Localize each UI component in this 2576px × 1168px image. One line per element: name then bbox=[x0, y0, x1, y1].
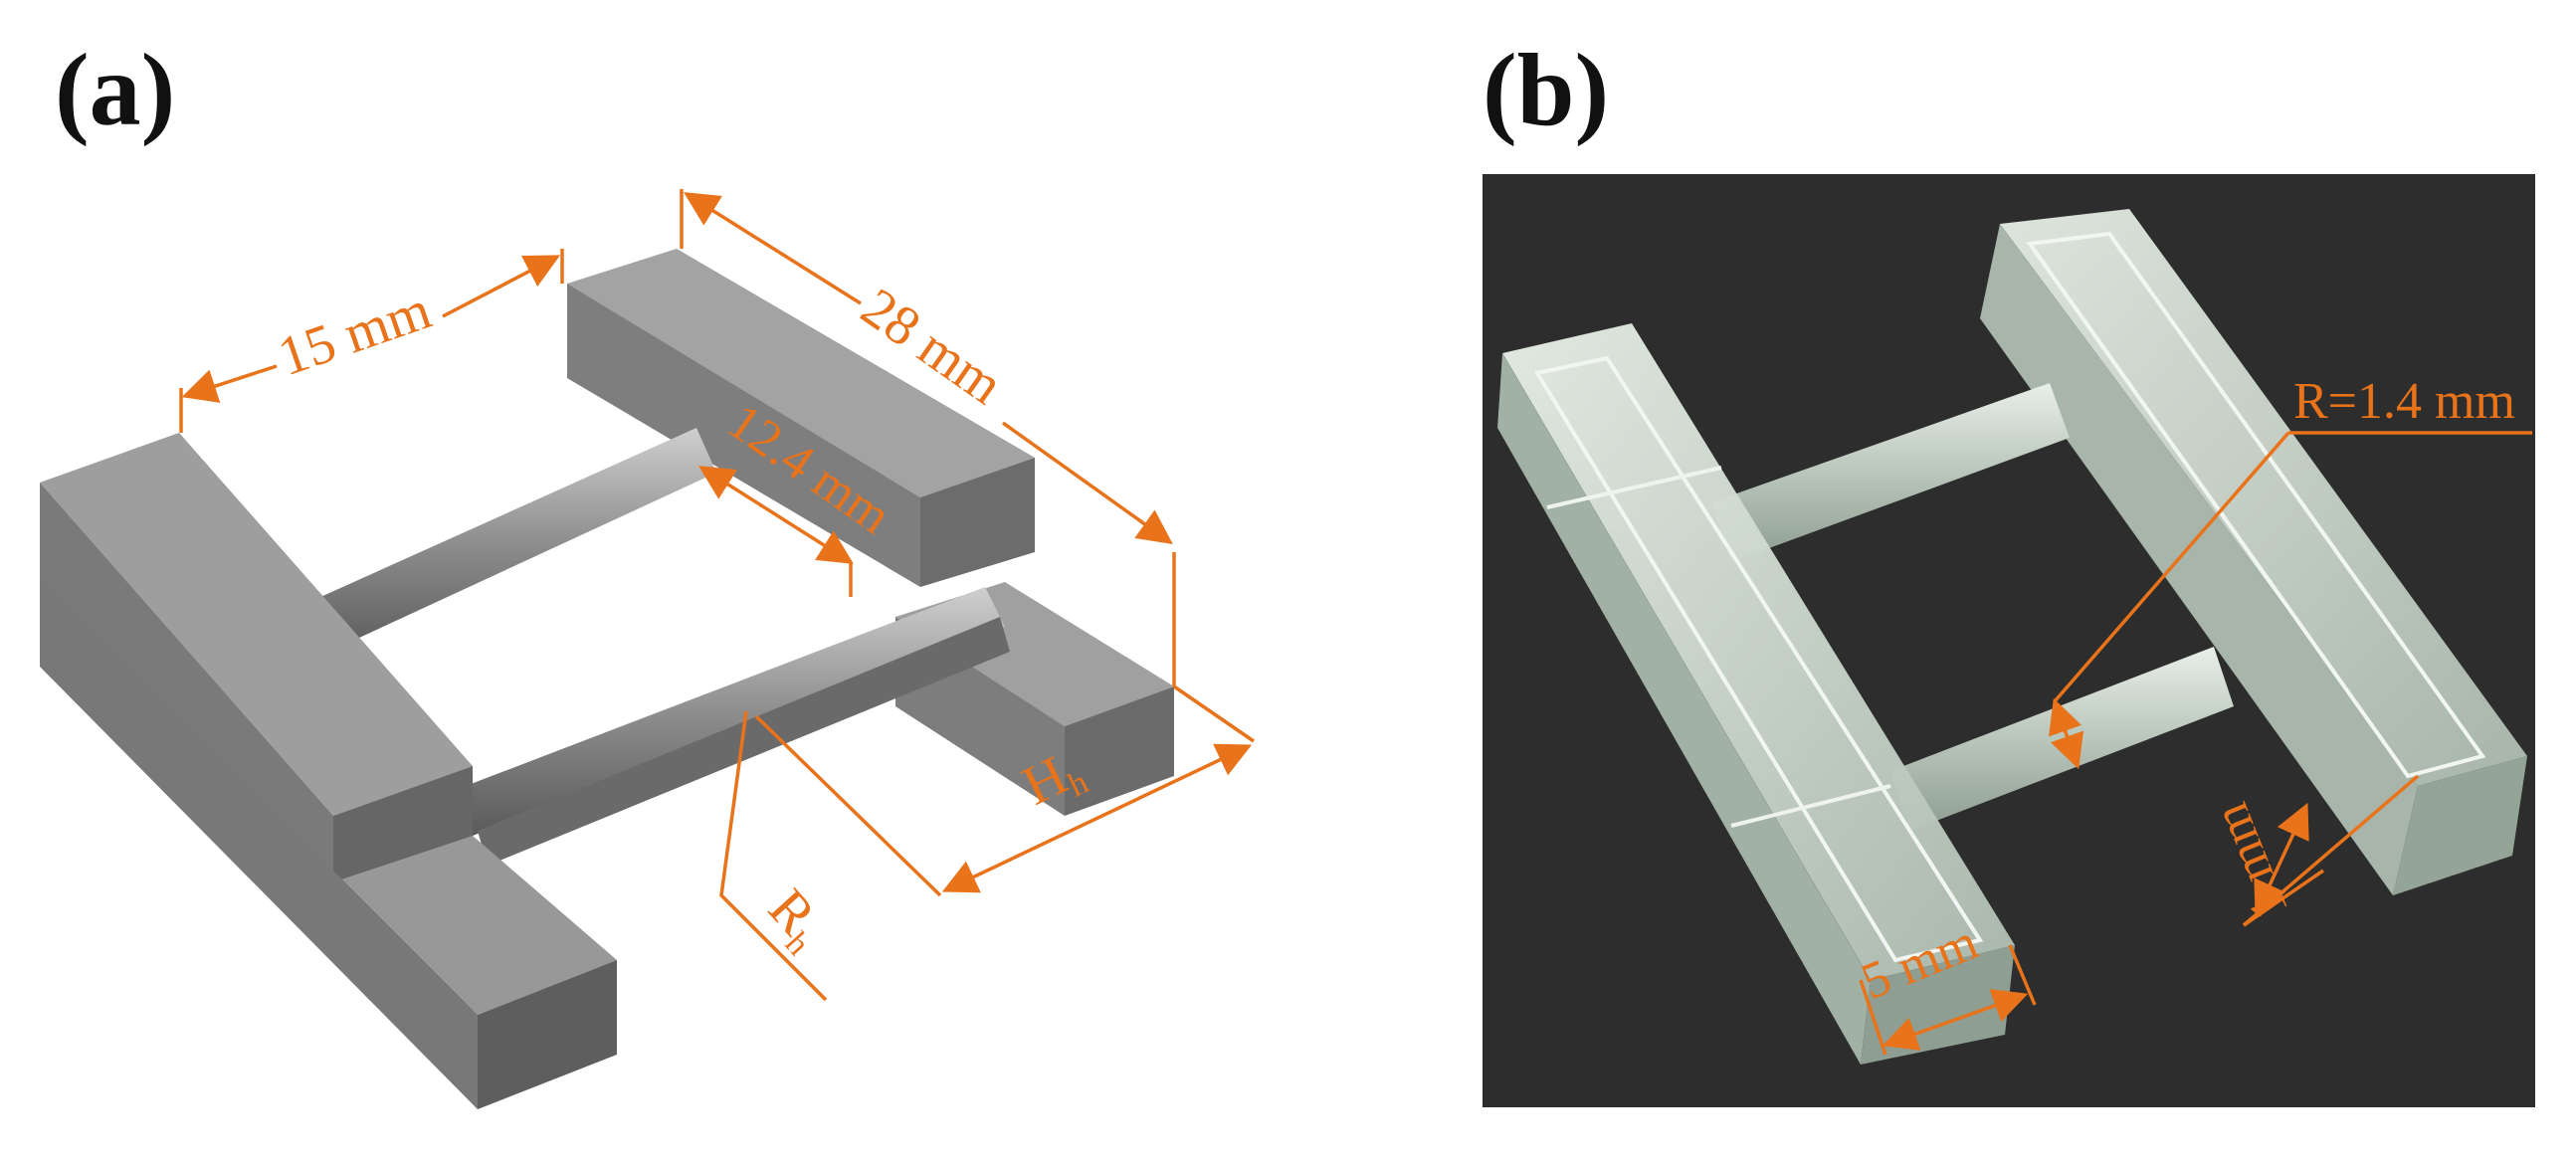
depth-dimension-line bbox=[2254, 802, 2309, 917]
cad-model bbox=[40, 249, 1174, 1109]
height-dimension-line bbox=[941, 743, 1253, 893]
annotations-b bbox=[1859, 431, 2532, 1056]
wall-dimension-line bbox=[1882, 989, 2029, 1051]
radius-leader-b bbox=[2053, 431, 2290, 703]
resin-back-bar bbox=[1980, 209, 2527, 895]
annotations-a bbox=[179, 189, 1255, 1002]
radius-leader bbox=[719, 710, 828, 1002]
panel-b-label: (b) bbox=[1483, 33, 1609, 147]
radius-b-label: R=1.4 mm bbox=[2293, 373, 2515, 430]
back-block bbox=[567, 249, 1035, 587]
panel-a-label: (a) bbox=[55, 33, 175, 147]
width-label: 15 mm bbox=[271, 280, 439, 389]
width-dimension-line bbox=[181, 364, 278, 403]
radius-label: Rh bbox=[753, 877, 839, 962]
photo bbox=[1483, 174, 2535, 1107]
length-dimension-line bbox=[684, 192, 862, 305]
front-bar bbox=[40, 433, 617, 1109]
